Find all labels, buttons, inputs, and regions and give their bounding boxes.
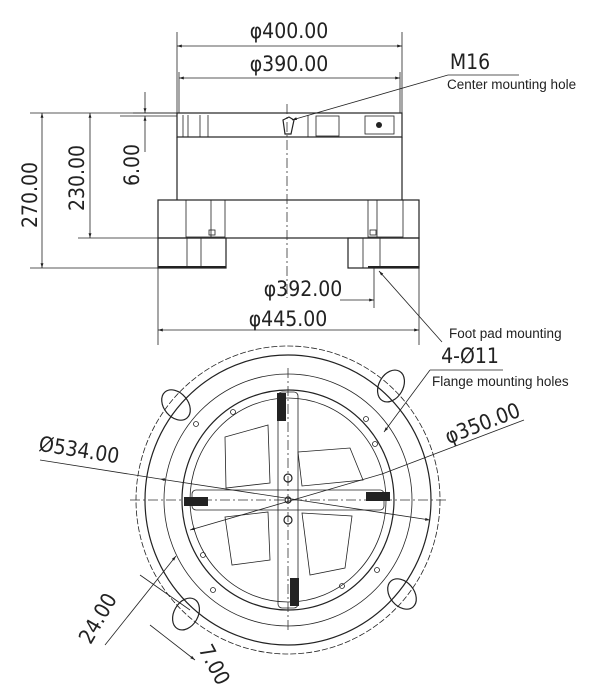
top-plate [176, 112, 403, 138]
dim-d534: Ø534.00 [37, 432, 121, 468]
m16-hole-icon [282, 116, 295, 135]
dim-w7: 7.00 [194, 641, 235, 689]
dim-d390: φ390.00 [250, 52, 329, 76]
clamp-icon [366, 492, 390, 501]
callout-foot-pad: Foot pad mounting [449, 326, 562, 341]
clamp-icon [290, 578, 299, 606]
side-view: φ400.00 φ390.00 M16 Center mounting hole… [18, 19, 576, 345]
callout-flange-spec: 4-Ø11 [441, 344, 499, 368]
dim-h6: 6.00 [120, 144, 144, 186]
callout-m16: M16 [450, 50, 490, 74]
dim-h270: 270.00 [18, 162, 42, 228]
base [157, 199, 420, 239]
dim-h230: 230.00 [65, 145, 89, 211]
dim-w24: 24.00 [74, 589, 122, 648]
callout-flange-holes: Flange mounting holes [432, 374, 569, 389]
dim-d392: φ392.00 [264, 277, 343, 301]
bolt-icon [376, 122, 382, 128]
clamp-icon [277, 393, 286, 421]
dim-d400: φ400.00 [250, 19, 329, 43]
clamp-icon [184, 497, 208, 506]
circular-base [130, 345, 448, 655]
foot-left [157, 237, 227, 269]
foot-right [347, 237, 420, 269]
dim-d445: φ445.00 [249, 307, 328, 331]
dim-d350: φ350.00 [442, 398, 524, 449]
callout-center-hole: Center mounting hole [447, 77, 576, 92]
bottom-view: 4-Ø11 Flange mounting holes [37, 344, 569, 689]
